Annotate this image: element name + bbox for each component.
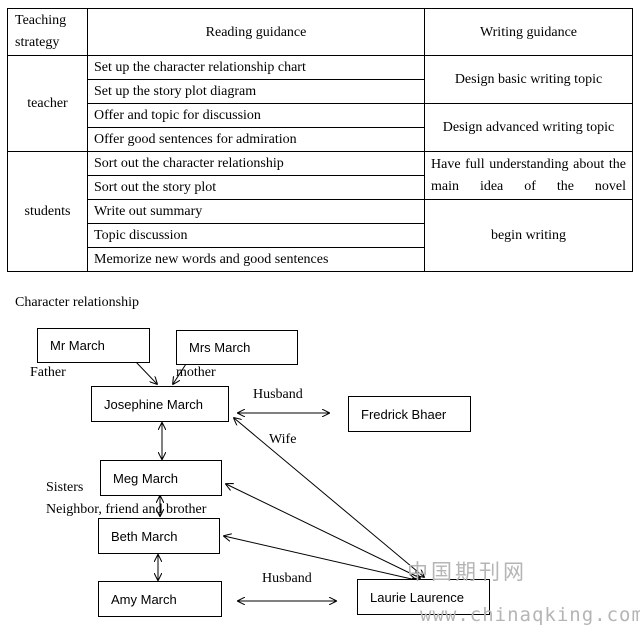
students-writing-2: begin writing	[424, 199, 633, 272]
laurie-josephine-arrow	[234, 418, 424, 577]
label-father: Father	[30, 365, 66, 380]
table-row: Memorize new words and good sentences	[8, 247, 633, 272]
diagram-title: Character relationship	[15, 295, 140, 310]
node-beth-march: Beth March	[98, 518, 220, 554]
students-reading-1: Sort out the character relationship	[87, 151, 425, 176]
watermark-url: www.chinaqking.com	[420, 604, 640, 626]
node-laurie-laurence: Laurie Laurence	[357, 579, 490, 615]
guidance-table: Teaching strategy Reading guidance Writi…	[7, 8, 633, 272]
table-row: Offer good sentences for admiration	[8, 127, 633, 152]
node-josephine-march: Josephine March	[91, 386, 229, 422]
node-fredrick-bhaer: Fredrick Bhaer	[348, 396, 471, 432]
laurie-beth-arrow	[224, 536, 416, 580]
label-husband-top: Husband	[253, 387, 303, 402]
node-meg-march: Meg March	[100, 460, 222, 496]
mother-arrow	[173, 363, 187, 384]
laurie-meg-arrow	[226, 484, 420, 578]
teacher-reading-4: Offer good sentences for admiration	[87, 127, 425, 152]
teacher-reading-2: Set up the story plot diagram	[87, 79, 425, 104]
teacher-writing-1: Design basic writing topic	[424, 55, 633, 104]
teacher-reading-3: Offer and topic for discussion	[87, 103, 425, 128]
node-mr-march: Mr March	[37, 328, 150, 363]
header-writing-guidance: Writing guidance	[424, 8, 633, 56]
students-cell: students	[7, 151, 88, 272]
label-sisters: Sisters	[46, 480, 84, 495]
header-teaching-strategy: Teaching strategy	[7, 8, 88, 56]
watermark-cn: 中国期刊网	[407, 560, 527, 584]
father-arrow	[135, 361, 157, 384]
node-mrs-march: Mrs March	[176, 330, 298, 365]
label-neighbor: Neighbor, friend and brother	[46, 502, 207, 517]
students-reading-5: Memorize new words and good sentences	[87, 247, 425, 272]
table-row: teacher Set up the character relationshi…	[7, 55, 633, 152]
label-mother: mother	[176, 365, 216, 380]
table-row: Write out summary begin writing	[8, 199, 633, 272]
table-header-row: Teaching strategy Reading guidance Writi…	[7, 8, 633, 56]
table-row: Set up the story plot diagram	[8, 79, 633, 104]
label-wife: Wife	[269, 432, 297, 447]
node-amy-march: Amy March	[98, 581, 222, 617]
header-reading-guidance: Reading guidance	[87, 8, 425, 56]
label-husband-bottom: Husband	[262, 571, 312, 586]
